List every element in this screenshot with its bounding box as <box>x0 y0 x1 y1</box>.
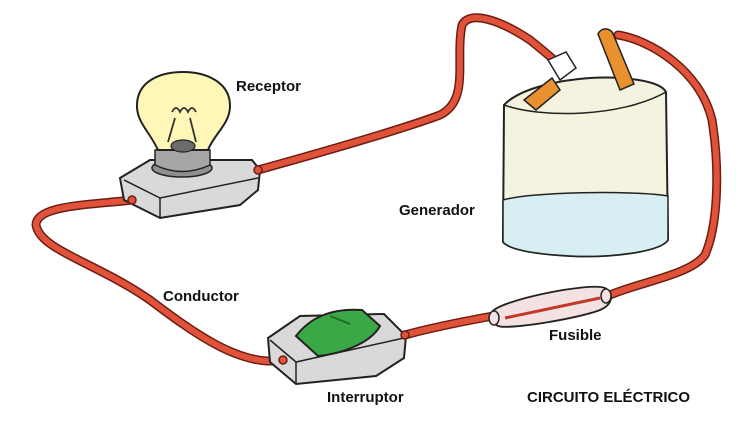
battery-terminal-left <box>522 76 561 111</box>
bulb-glass <box>135 70 232 151</box>
bulb-filament <box>167 107 197 143</box>
bulb-receptor <box>118 70 262 220</box>
fuse-fusible <box>488 285 612 328</box>
wire-interruptor-to-receptor <box>31 195 288 366</box>
battery-generador <box>501 28 670 258</box>
fuse-element <box>504 296 601 320</box>
wires <box>31 13 722 366</box>
label-generador: Generador <box>399 202 475 219</box>
switch-toggle <box>294 308 382 358</box>
diagram-title: CIRCUITO ELÉCTRICO <box>527 389 691 406</box>
fuse-glass <box>489 285 612 328</box>
label-receptor: Receptor <box>236 78 302 95</box>
label-interruptor: Interruptor <box>327 389 404 406</box>
label-fusible: Fusible <box>549 327 602 344</box>
label-conductor: Conductor <box>163 288 239 305</box>
switch-interruptor <box>266 308 408 386</box>
battery-bottom-band <box>502 191 669 258</box>
battery-terminal-right <box>597 28 635 91</box>
